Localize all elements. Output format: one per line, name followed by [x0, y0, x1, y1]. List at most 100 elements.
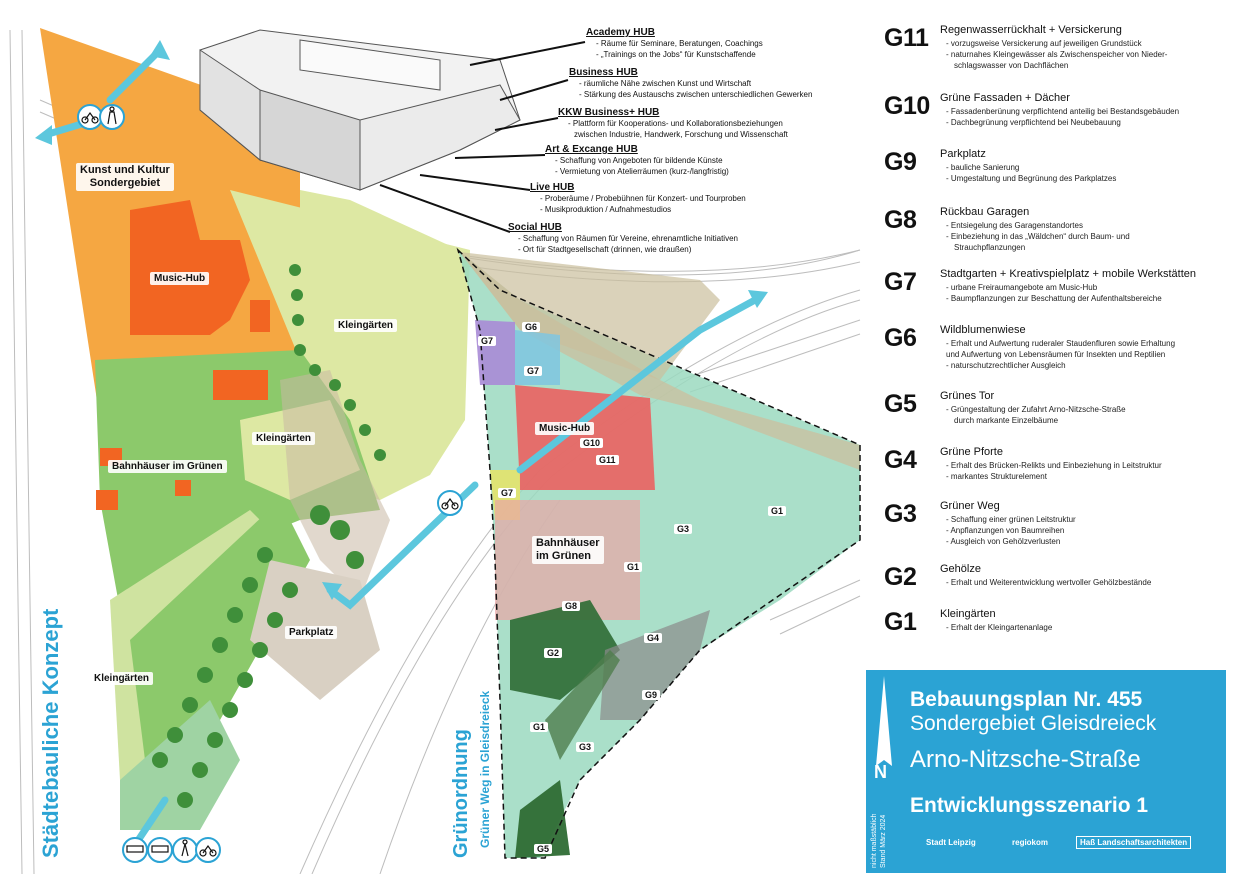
side-title-left: Städtebauliche Konzept	[38, 608, 63, 858]
legend-item: schlagswasser von Dachflächen	[954, 61, 1069, 70]
zone-g6-label: G6	[522, 322, 541, 332]
legend-code: G9	[884, 148, 917, 176]
legend-item: - Schaffung einer grünen Leitstruktur	[946, 515, 1076, 524]
hub-item: - Stärkung des Austauschs zwischen unter…	[579, 90, 813, 99]
legend-code: G11	[884, 24, 929, 52]
legend-items: - Entsiegelung des Garagenstandortes - E…	[946, 220, 1236, 253]
north-label: N	[874, 762, 887, 782]
tree-rows	[152, 264, 386, 808]
legend-item: - urbane Freiraumangebote am Music-Hub	[946, 283, 1098, 292]
title-block: N Bebauungsplan Nr. 455 Sondergebiet Gle…	[866, 670, 1226, 873]
title-line-3: Arno-Nitzsche-Straße	[910, 746, 1141, 773]
zone-g3-label: G3	[576, 742, 595, 752]
hub-business: Business HUB - räumliche Nähe zwischen K…	[569, 67, 899, 100]
legend-item: - Dachbegrünung verpflichtend bei Neubeb…	[946, 118, 1121, 127]
hub-title: Social HUB	[508, 222, 562, 233]
hub-item: - Musikproduktion / Aufnahmestudios	[540, 205, 672, 214]
legend-title: Rückbau Garagen	[940, 206, 1030, 218]
label-kleingaerten-3: Kleingärten	[90, 672, 154, 685]
hub-art-exchange: Art & Excange HUB - Schaffung von Angebo…	[545, 144, 875, 177]
hub-social: Social HUB - Schaffung von Räumen für Ve…	[508, 222, 838, 255]
label-kleingaerten-1: Kleingärten	[334, 319, 398, 332]
legend-item: - Fassadenberünung verpflichtend anteili…	[946, 107, 1180, 116]
legend-title: Kleingärten	[940, 608, 996, 620]
scale-note: nicht maßstäblich Stand März 2024	[871, 813, 887, 868]
hub-kkw-business: KKW Business+ HUB - Plattform für Kooper…	[558, 107, 888, 140]
legend-title: Grüner Weg	[940, 500, 1000, 512]
hub-title: Business HUB	[569, 67, 638, 78]
label-parkplatz: Parkplatz	[285, 626, 338, 639]
title-line-2: Sondergebiet Gleisdreieck	[910, 712, 1157, 735]
side-subtitle-center: Grüner Weg in Gleisdreieck	[478, 690, 492, 848]
hub-building-drawing	[199, 29, 521, 191]
legend-items: - Erhalt und Aufwertung ruderaler Staude…	[946, 338, 1236, 371]
zone-g2-label: G2	[544, 648, 563, 658]
label-kleingaerten-2: Kleingärten	[252, 432, 316, 445]
legend-item: - Ausgleich von Gehölzverlusten	[946, 537, 1061, 546]
legend-code: G5	[884, 390, 917, 418]
legend-item: - markantes Strukturelement	[946, 472, 1047, 481]
legend-items: - Erhalt des Brücken-Relikts und Einbezi…	[946, 460, 1236, 482]
legend-code: G1	[884, 608, 917, 636]
legend-item: - Grüngestaltung der Zufahrt Arno-Nitzsc…	[946, 405, 1126, 414]
legend-item: - Erhalt und Weiterentwicklung wertvolle…	[946, 578, 1152, 587]
title-line-4: Entwicklungsszenario 1	[910, 794, 1149, 817]
zone-g3-label: G3	[674, 524, 693, 534]
legend-title: Regenwasserrückhalt + Versickerung	[940, 24, 1122, 36]
legend-title: Stadtgarten + Kreativspielplatz + mobile…	[940, 268, 1196, 280]
legend-item: - vorzugsweise Versickerung auf jeweilig…	[946, 39, 1142, 48]
legend-items: - vorzugsweise Versickerung auf jeweilig…	[946, 38, 1236, 71]
label-bahnhaeuser-right: Bahnhäuser im Grünen	[532, 536, 604, 564]
hub-item: - räumliche Nähe zwischen Kunst und Wirt…	[579, 79, 752, 88]
zone-g7-label: G7	[478, 336, 497, 346]
legend-items: - Erhalt der Kleingartenanlage	[946, 622, 1236, 633]
hub-item: zwischen Industrie, Handwerk, Forschung …	[574, 130, 788, 139]
zone-g11-label: G11	[596, 455, 619, 465]
zone-g1-label: G1	[768, 506, 787, 516]
label-music-hub-left: Music-Hub	[150, 272, 210, 285]
legend-item: - Umgestaltung und Begrünung des Parkpla…	[946, 174, 1117, 183]
title-line-1: Bebauungsplan Nr. 455	[910, 688, 1143, 711]
legend-item: - bauliche Sanierung	[946, 163, 1020, 172]
zone-g1-label: G1	[624, 562, 643, 572]
mobility-icons	[77, 104, 463, 863]
zone-g9-label: G9	[642, 690, 661, 700]
zone-g4-label: G4	[644, 633, 663, 643]
legend-code: G4	[884, 446, 917, 474]
legend-title: Grünes Tor	[940, 390, 995, 402]
legend-items: - Erhalt und Weiterentwicklung wertvolle…	[946, 577, 1236, 588]
route-arrowheads	[35, 40, 768, 600]
logo-stadt-leipzig: Stadt Leipzig	[926, 838, 976, 847]
side-title-center: Grünordnung	[450, 729, 472, 858]
legend-item: - Erhalt der Kleingartenanlage	[946, 623, 1053, 632]
legend-title: Grüne Fassaden + Dächer	[940, 92, 1070, 104]
label-bahnhaeuser-left: Bahnhäuser im Grünen	[108, 460, 227, 473]
zone-g7-label: G7	[524, 366, 543, 376]
legend-code: G7	[884, 268, 917, 296]
legend-items: - bauliche Sanierung - Umgestaltung und …	[946, 162, 1236, 184]
legend-code: G2	[884, 563, 917, 591]
legend-code: G10	[884, 92, 930, 120]
zone-g10-label: G10	[580, 438, 604, 448]
legend-item: Strauchpflanzungen	[954, 243, 1026, 252]
hub-item: - Proberäume / Probebühnen für Konzert- …	[540, 194, 746, 203]
hub-title: Live HUB	[530, 182, 575, 193]
hub-title: KKW Business+ HUB	[558, 107, 660, 118]
hub-title: Academy HUB	[586, 27, 655, 38]
legend-code: G6	[884, 324, 917, 352]
legend-item: - Erhalt und Aufwertung ruderaler Staude…	[946, 339, 1176, 348]
hub-item: - Plattform für Kooperations- und Kollab…	[568, 119, 783, 128]
hub-title: Art & Excange HUB	[545, 144, 638, 155]
site-boundary	[456, 247, 861, 859]
zone-g1-label: G1	[530, 722, 549, 732]
zone-g7-label: G7	[498, 488, 517, 498]
hub-leader-lines	[379, 41, 586, 233]
north-arrow-icon	[876, 676, 892, 766]
hub-item: - „Trainings on the Jobs“ für Kunstschaf…	[596, 50, 756, 59]
legend-title: Grüne Pforte	[940, 446, 1003, 458]
legend-title: Wildblumenwiese	[940, 324, 1026, 336]
legend-code: G3	[884, 500, 917, 528]
legend-item: durch markante Einzelbäume	[954, 416, 1059, 425]
